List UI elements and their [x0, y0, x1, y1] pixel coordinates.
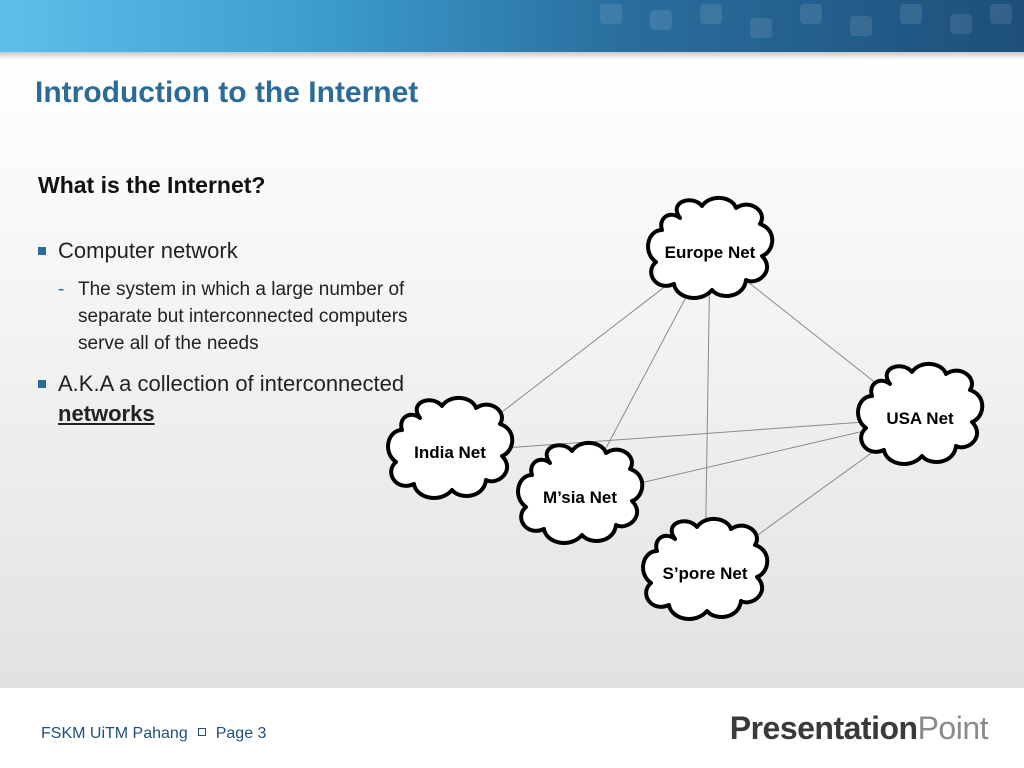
separator-icon [197, 727, 206, 736]
decor-tile [750, 18, 772, 38]
decor-tile [900, 4, 922, 24]
cloud-node-europe: Europe Net [646, 195, 775, 300]
bullet-item: A.K.A a collection of interconnected net… [36, 369, 446, 429]
decor-tile [700, 4, 722, 24]
cloud-node-india: India Net [386, 395, 515, 500]
footer-text: FSKM UiTM Pahang Page 3 [41, 725, 266, 743]
bullet-text: A.K.A a collection of interconnected [58, 371, 405, 396]
cloud-node-msia: M’sia Net [516, 440, 645, 545]
bullet-text: Computer network [58, 238, 238, 263]
cloud-label: M’sia Net [543, 488, 617, 507]
cloud-label: S’pore Net [662, 564, 747, 583]
bullet-emphasis: networks [58, 401, 155, 426]
brand-bold: Presentation [729, 710, 918, 746]
square-bullet-icon [38, 380, 46, 388]
cloud-label: Europe Net [665, 243, 756, 262]
decor-tile [990, 4, 1012, 24]
slide-title: Introduction to the Internet [35, 76, 419, 109]
footer-source: FSKM UiTM Pahang [41, 725, 188, 742]
header-shadow [0, 52, 1024, 60]
sub-bullet-item: - The system in which a large number of … [36, 276, 446, 357]
decor-tile [950, 14, 972, 34]
brand-logo: PresentationPoint [729, 710, 989, 747]
decor-tile [800, 4, 822, 24]
footer-page: Page 3 [215, 725, 267, 742]
bullet-list: Computer network - The system in which a… [36, 236, 446, 439]
dash-bullet-icon: - [58, 279, 65, 300]
cloud-node-usa: USA Net [856, 361, 985, 466]
brand-light: Point [917, 710, 989, 746]
decor-tile [600, 4, 622, 24]
cloud-label: India Net [414, 443, 486, 462]
decor-tile [850, 16, 872, 36]
bullet-item: Computer network [36, 236, 446, 266]
footer [0, 688, 1024, 768]
sub-bullet-text: The system in which a large number of se… [78, 279, 408, 354]
square-bullet-icon [38, 247, 46, 255]
cloud-node-spore: S’pore Net [641, 516, 770, 621]
edge-india-usa [449, 417, 921, 453]
header-band [0, 0, 1024, 52]
cloud-label: USA Net [886, 409, 954, 428]
decor-tile [650, 10, 672, 30]
slide-background [0, 60, 1024, 688]
slide-subheading: What is the Internet? [38, 172, 266, 198]
